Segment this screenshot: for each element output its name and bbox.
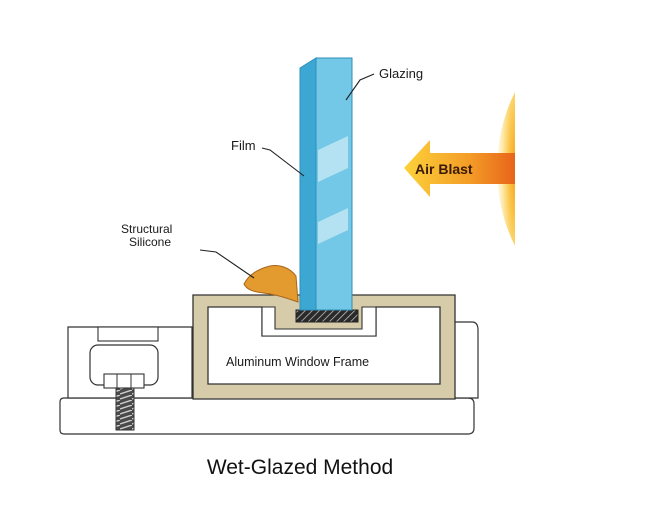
- glazing-leader: [345, 73, 375, 101]
- glazing-label: Glazing: [379, 66, 423, 81]
- glass-highlight-1: [318, 136, 348, 182]
- threaded-bolt: [115, 387, 135, 431]
- glazing-panel: [315, 57, 353, 311]
- bolt-head: [103, 373, 145, 389]
- frame-extension-right: [453, 321, 479, 399]
- film-layer: [299, 57, 317, 311]
- structural-silicone-label-line2: Silicone: [129, 235, 171, 249]
- diagram-caption: Wet-Glazed Method: [206, 456, 394, 479]
- air-blast-label: Air Blast: [415, 161, 473, 177]
- film-leader: [261, 147, 305, 177]
- structural-silicone-label-line1: Structural: [121, 222, 172, 236]
- glazing-channel: [261, 306, 377, 337]
- film-label: Film: [231, 138, 256, 153]
- glass-highlight-2: [318, 208, 348, 244]
- silicone-leader: [199, 249, 255, 279]
- air-blast-arrow: [404, 140, 515, 197]
- fastener-plate: [97, 326, 159, 342]
- structural-silicone: [243, 265, 299, 303]
- setting-block: [295, 309, 359, 323]
- frame-label: Aluminum Window Frame: [226, 355, 369, 369]
- base-plate: [59, 397, 475, 435]
